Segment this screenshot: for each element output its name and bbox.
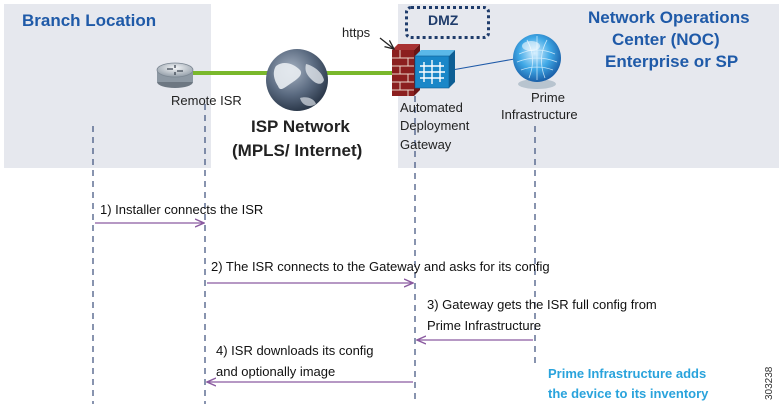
- noc-title-line3: Enterprise or SP: [605, 52, 739, 71]
- note-line2: the device to its inventory: [548, 386, 709, 401]
- message-3-line1: 3) Gateway gets the ISR full config from: [427, 297, 657, 312]
- message-4-line2: and optionally image: [216, 364, 336, 379]
- isp-network-label-line1: ISP Network: [251, 117, 350, 136]
- https-pointer: [379, 37, 394, 49]
- prime-infrastructure-icon: [513, 34, 561, 89]
- gateway-icon: [414, 50, 455, 89]
- https-label: https: [342, 25, 371, 40]
- branch-title: Branch Location: [22, 11, 157, 30]
- prime-label-line2: Infrastructure: [501, 107, 578, 122]
- figure-id: 303238: [764, 366, 775, 400]
- gateway-prime-link: [451, 57, 521, 71]
- gateway-label-line1: Automated: [400, 100, 463, 115]
- globe-icon: [266, 49, 328, 111]
- isp-network-label-line2: (MPLS/ Internet): [232, 141, 363, 160]
- message-1: 1) Installer connects the ISR: [100, 202, 264, 217]
- message-3-line2: Prime Infrastructure: [427, 318, 542, 333]
- dmz-box: [405, 6, 490, 39]
- message-2: 2) The ISR connects to the Gateway and a…: [211, 259, 550, 274]
- remote-isr-label: Remote ISR: [171, 93, 242, 108]
- gateway-label-line3: Gateway: [400, 137, 452, 152]
- gateway-label-line2: Deployment: [400, 118, 470, 133]
- message-4-line1: 4) ISR downloads its config: [216, 343, 374, 358]
- dmz-label: DMZ: [428, 12, 459, 28]
- note-line1: Prime Infrastructure adds: [548, 366, 707, 381]
- router-icon: [156, 62, 194, 88]
- prime-label-line1: Prime: [531, 90, 565, 105]
- noc-title-line1: Network Operations: [588, 8, 750, 27]
- noc-title-line2: Center (NOC): [612, 30, 720, 49]
